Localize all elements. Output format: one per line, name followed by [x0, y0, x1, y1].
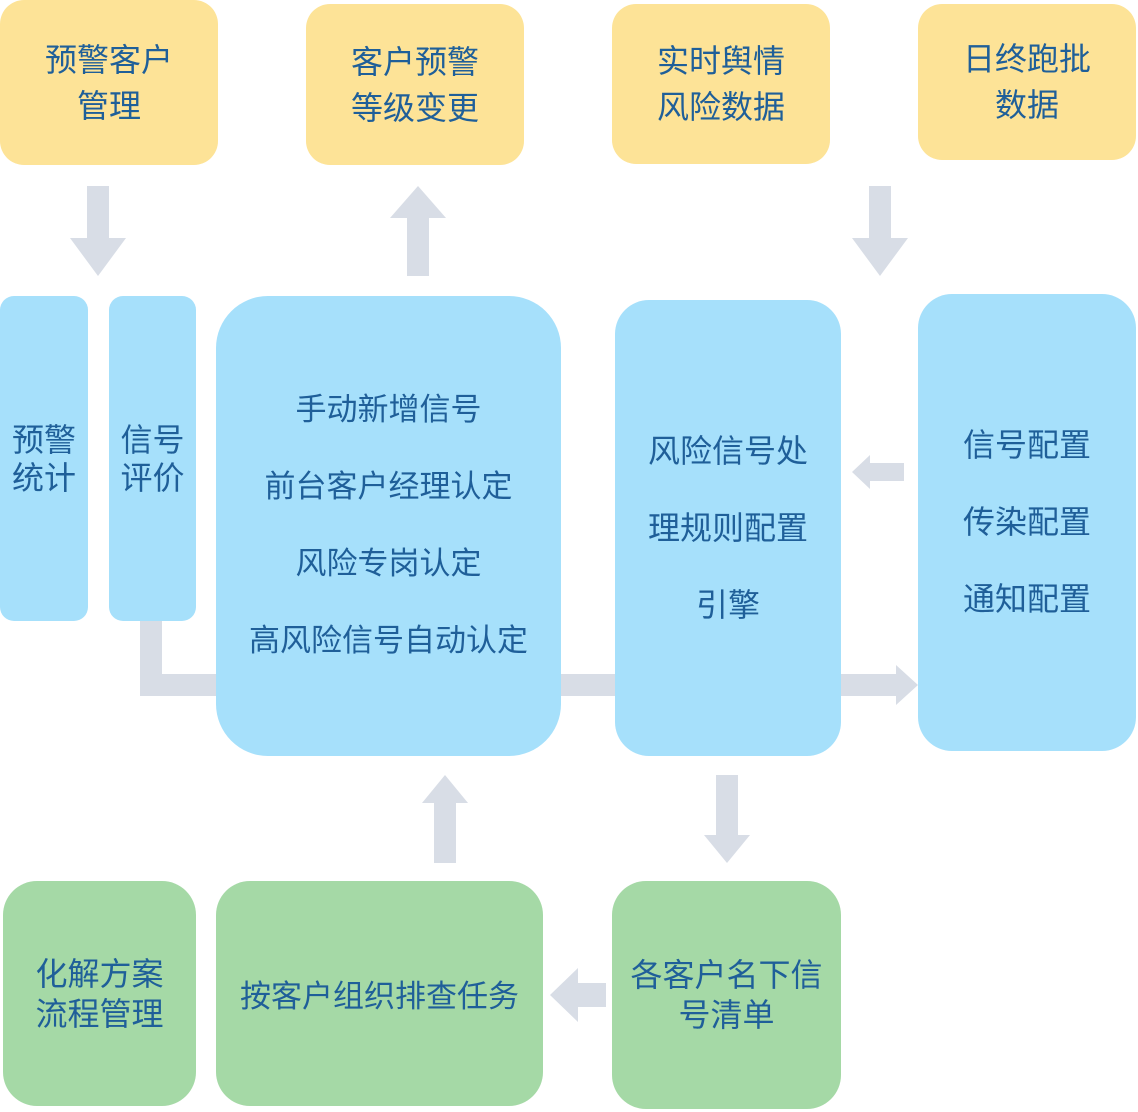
signal-identification-box: 手动新增信号 前台客户经理认定 风险专岗认定 高风险信号自动认定 [216, 296, 561, 756]
box-label-line: 通知配置 [962, 580, 1091, 618]
box-label-line: 评价 [120, 458, 185, 497]
box-label-line: 等级变更 [350, 88, 479, 127]
box-label-line: 风险信号处 [647, 431, 808, 470]
box-label-line: 风险数据 [656, 88, 785, 126]
arrow-right-icon [840, 665, 918, 705]
box-label-line: 流程管理 [35, 994, 164, 1033]
box-label-line: 统计 [11, 458, 76, 497]
box-label-line: 客户预警 [350, 42, 479, 81]
box-label-line: 手动新增信号 [295, 392, 482, 428]
customer-signal-list-box: 各客户名下信 号清单 [612, 881, 841, 1109]
customer-warning-level-change-box: 客户预警 等级变更 [306, 4, 524, 165]
risk-rule-engine-box: 风险信号处 理规则配置 引擎 [615, 300, 841, 756]
box-label-line: 实时舆情 [656, 42, 785, 80]
config-box: 信号配置 传染配置 通知配置 [918, 294, 1136, 751]
box-label-line: 化解方案 [35, 954, 164, 993]
box-label-line: 引擎 [695, 585, 760, 624]
box-label-line: 信号配置 [962, 426, 1091, 464]
arrow-left-icon [852, 455, 904, 489]
resolution-plan-process-box: 化解方案 流程管理 [3, 881, 196, 1106]
box-label-line: 预警 [11, 420, 76, 459]
arrow-down-icon [704, 775, 750, 863]
box-label-line: 各客户名下信 [630, 956, 823, 994]
signal-evaluation-bar: 信号 评价 [109, 296, 196, 621]
connector-left-horizontal [140, 674, 220, 696]
box-label-line: 高风险信号自动认定 [249, 623, 528, 659]
box-label-line: 数据 [994, 86, 1059, 124]
box-label-line: 前台客户经理认定 [264, 469, 513, 505]
arrow-up-icon [422, 775, 468, 863]
investigation-task-box: 按客户组织排查任务 [216, 881, 543, 1106]
connector-center-engine [558, 674, 618, 696]
box-label-line: 号清单 [678, 996, 775, 1034]
box-label-line: 按客户组织排查任务 [240, 979, 519, 1015]
box-label-line: 管理 [76, 86, 141, 125]
box-label-line: 传染配置 [962, 503, 1091, 541]
realtime-sentiment-risk-data-box: 实时舆情 风险数据 [612, 4, 830, 164]
arrow-down-icon [70, 186, 126, 276]
arrow-up-icon [390, 186, 446, 276]
end-of-day-batch-data-box: 日终跑批 数据 [918, 4, 1136, 160]
arrow-down-icon [852, 186, 908, 276]
box-label-line: 日终跑批 [962, 40, 1091, 78]
warning-statistics-bar: 预警 统计 [0, 296, 88, 621]
box-label-line: 信号 [120, 420, 185, 459]
warning-customer-management-box: 预警客户 管理 [0, 0, 218, 165]
box-label-line: 预警客户 [44, 40, 173, 79]
box-label-line: 理规则配置 [647, 508, 808, 547]
arrow-left-icon [550, 968, 606, 1022]
box-label-line: 风险专岗认定 [295, 546, 482, 582]
